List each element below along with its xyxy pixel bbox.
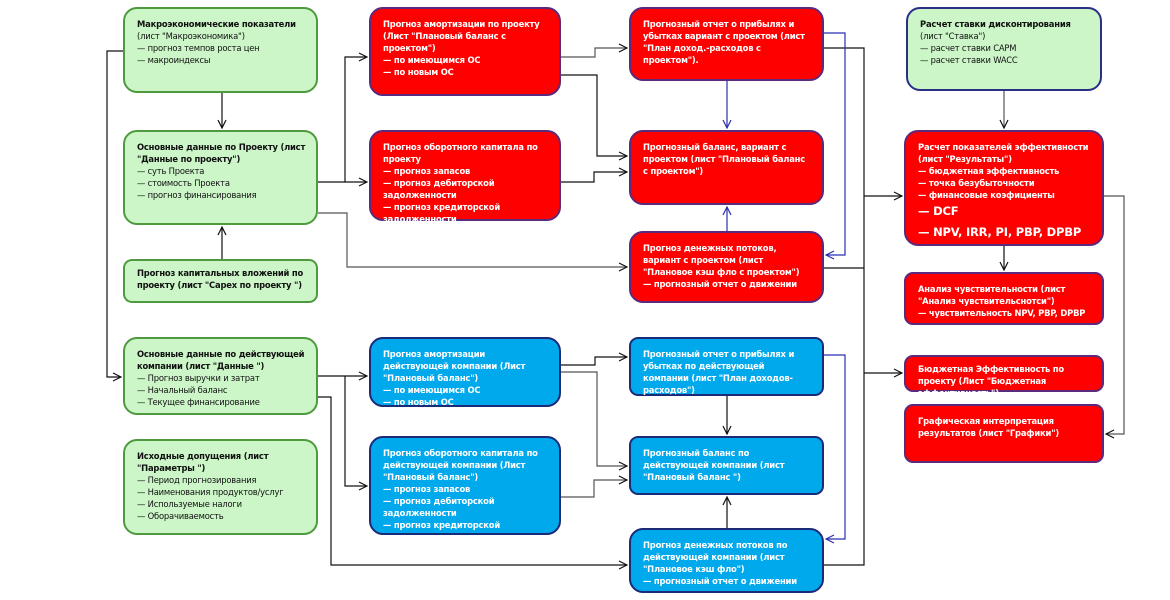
connector [561, 480, 627, 498]
box-macro: Макроэкономические показатели (лист "Мак… [123, 7, 318, 93]
box-title: Прогнозный отчет о прибылях и убытках по… [643, 349, 795, 395]
connector [318, 212, 627, 267]
box-title: Исходные допущения (лист "Параметры ") [137, 451, 269, 473]
box-list-item: — макроиндексы [137, 55, 211, 65]
connector [561, 48, 627, 58]
box-title: Прогнозный отчет о прибылях и убытках ва… [643, 19, 805, 65]
box-capex: Прогноз капитальных вложений по проекту … [123, 259, 318, 303]
box-title: Макроэкономические показатели [137, 19, 296, 29]
box-list-item: — Начальный баланс [137, 385, 228, 395]
box-list-item: (лист "Макроэкономика") [137, 31, 245, 41]
box-title: Основные данные по действующей компании … [137, 349, 305, 371]
box-title: Анализ чувствительности (лист "Анализ чу… [918, 284, 1066, 306]
connector [561, 172, 627, 183]
box-title: Основные данные по Проекту (лист "Данные… [137, 142, 306, 164]
box-list-item: — прогноз темпов роста цен [137, 43, 260, 53]
box-list-item: — Оборачиваемость [137, 511, 224, 521]
box-cf-project: Прогноз денежных потоков, вариант с прое… [629, 231, 824, 303]
box-list-item: — Период прогнозирования [137, 475, 257, 485]
box-title: Прогноз амортизации действующей компании… [383, 349, 526, 383]
connector [318, 396, 627, 565]
box-title: Графическая интерпретация результатов (л… [918, 416, 1059, 438]
box-list-item: — суть Проекта [137, 166, 205, 176]
feedback-connector [824, 354, 846, 539]
box-list-item: — Наименования продуктов/услуг [137, 487, 284, 497]
box-list-item: — DCF [918, 204, 959, 218]
box-list-item: — NPV, IRR, PI, PBP, DPBP [918, 225, 1082, 239]
box-list-item: — прогнозный отчет о движении [643, 279, 797, 289]
box-list-item: — по имеющимся ОС [383, 385, 481, 395]
connector [1104, 195, 1125, 434]
box-list-item: — по имеющимся ОС [383, 55, 481, 65]
box-title: Прогнозный баланс, вариант с проектом (л… [643, 142, 806, 176]
connector [561, 74, 627, 156]
box-cf-company: Прогноз денежных потоков по действующей … [629, 528, 824, 593]
feedback-connector [824, 32, 846, 255]
box-title: Прогноз оборотного капитала по проекту [383, 142, 538, 164]
connector [561, 371, 627, 466]
box-list-item: — прогноз НДС [383, 226, 454, 236]
box-wc-project: Прогноз оборотного капитала по проекту — … [369, 130, 561, 236]
box-title: Прогноз оборотного капитала по действующ… [383, 448, 538, 482]
box-title: Расчет показателей эффективности (лист "… [918, 142, 1089, 164]
box-list-item: — Прогноз выручки и затрат [137, 373, 260, 383]
box-list-item: — Текущее финансирование [137, 397, 260, 407]
box-list-item: — прогноз запасов [383, 484, 471, 494]
box-list-item: — по новым ОС [383, 67, 454, 77]
box-list-item: — прогноз дебиторской задолженности [383, 496, 495, 518]
box-title: Бюджетная Эффективность по проекту (Лист… [918, 364, 1064, 398]
box-list-item: — прогноз дебиторской задолженности [383, 178, 495, 200]
box-amort-project: Прогноз амортизации по проекту (Лист "Пл… [369, 7, 561, 96]
box-charts: Графическая интерпретация результатов (л… [904, 404, 1104, 463]
box-list-item: (лист "Ставка") [920, 31, 986, 41]
connector [344, 376, 367, 486]
box-list-item: — расчет ставки CAPM [920, 43, 1017, 53]
box-pl-company: Прогнозный отчет о прибылях и убытках по… [629, 337, 824, 396]
connector [318, 57, 367, 183]
box-list-item: — стоимость Проекта [137, 178, 230, 188]
box-discount-rate: Расчет ставки дисконтирования (лист "Став… [906, 7, 1102, 91]
box-list-item: — прогноз кредиторской задолженности [383, 520, 500, 542]
box-list-item: — Используемые налоги [137, 499, 242, 509]
box-title: Прогнозный баланс по действующей компани… [643, 448, 785, 482]
box-title: Прогноз капитальных вложений по проекту … [137, 268, 304, 290]
box-efficiency: Расчет показателей эффективности (лист "… [904, 130, 1104, 246]
box-list-item: — финансовые коэфициенты [918, 190, 1055, 200]
box-title: Прогноз денежных потоков по действующей … [643, 540, 788, 574]
connector [106, 50, 123, 377]
box-params: Исходные допущения (лист "Параметры ") — … [123, 439, 318, 535]
box-company-data: Основные данные по действующей компании … [123, 337, 318, 415]
box-budget-efficiency: Бюджетная Эффективность по проекту (Лист… [904, 355, 1104, 398]
box-list-item: — прогнозный отчет о движении [643, 576, 797, 586]
box-amort-company: Прогноз амортизации действующей компании… [369, 337, 561, 407]
box-list-item: — бюджетная эффективность [918, 166, 1060, 176]
box-project-data: Основные данные по Проекту (лист "Данные… [123, 130, 318, 225]
box-balance-company: Прогнозный баланс по действующей компани… [629, 436, 824, 495]
box-title: Прогноз амортизации по проекту (Лист "Пл… [383, 19, 540, 53]
connector [824, 47, 865, 566]
box-list-item: — чувствительность NPV, PBP, DPBP [918, 308, 1086, 318]
box-pl-project: Прогнозный отчет о прибылях и убытках ва… [629, 7, 824, 81]
box-balance-project: Прогнозный баланс, вариант с проектом (л… [629, 130, 824, 205]
box-list-item: — по новым ОС [383, 397, 454, 407]
box-list-item: — расчет ставки WACC [920, 55, 1018, 65]
connector [561, 357, 627, 366]
box-wc-company: Прогноз оборотного капитала по действующ… [369, 436, 561, 542]
box-list-item: — точка безубыточности [918, 178, 1035, 188]
box-list-item: — прогноз кредиторской задолженности [383, 202, 500, 224]
box-list-item: — прогноз финансирования [137, 190, 257, 200]
box-title: Прогноз денежных потоков, вариант с прое… [643, 243, 800, 277]
box-sensitivity: Анализ чувствительности (лист "Анализ чу… [904, 272, 1104, 325]
box-list-item: — прогноз запасов [383, 166, 471, 176]
box-title: Расчет ставки дисконтирования [920, 19, 1071, 29]
